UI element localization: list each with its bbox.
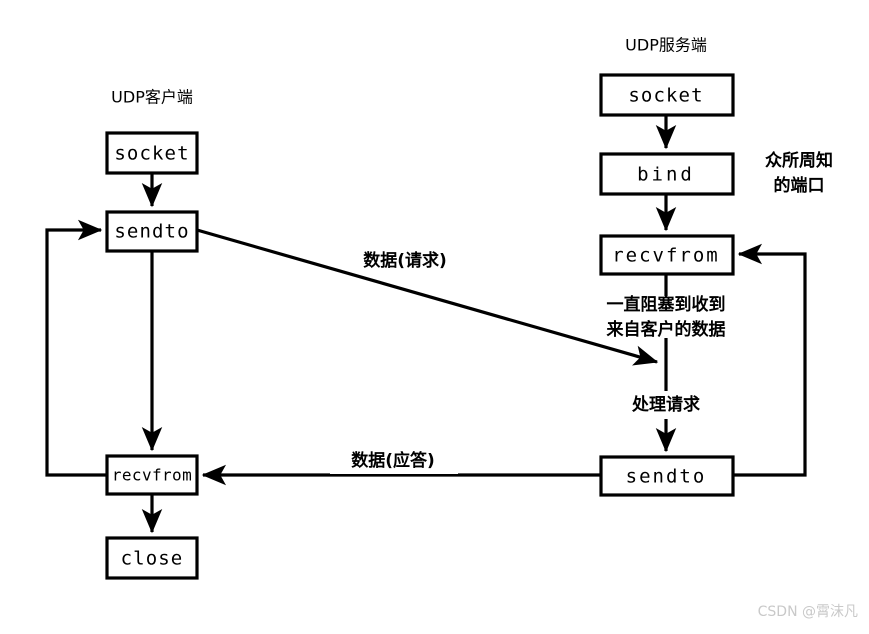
server-bind-box[interactable]: [599, 152, 735, 196]
server-node-sendto[interactable]: sendto: [599, 455, 735, 497]
connector-client-loop-back: [45, 219, 107, 477]
block-until-data-line-1: 一直阻塞到收到: [607, 294, 726, 315]
server-sendto-label: sendto: [626, 466, 707, 488]
client-connectors: [45, 173, 163, 534]
client-node-recvfrom[interactable]: recvfrom: [105, 454, 199, 496]
client-close-label: close: [121, 548, 184, 570]
client-socket-label: socket: [114, 143, 189, 165]
connector-request-arrow: [196, 228, 659, 366]
server-sendto-box[interactable]: [599, 455, 735, 497]
server-column-title: UDP服务端: [625, 36, 707, 55]
client-close-box[interactable]: [105, 536, 199, 580]
process-note-backdrop: [624, 391, 708, 419]
request-data-label: 数据(请求): [363, 250, 447, 271]
server-node-recvfrom[interactable]: recvfrom: [599, 234, 735, 276]
client-socket-box[interactable]: [105, 131, 199, 175]
server-node-bind[interactable]: bind: [599, 152, 735, 196]
well-known-port-line-1: 众所周知: [765, 150, 833, 171]
note-block-until-data: 一直阻塞到收到 来自客户的数据: [606, 294, 726, 340]
cross-connectors: [196, 228, 659, 486]
client-column-title: UDP客户端: [111, 88, 193, 107]
csdn-watermark: CSDN @霄沫凡: [758, 604, 858, 620]
client-recvfrom-label: recvfrom: [112, 466, 192, 485]
server-bind-label: bind: [637, 164, 695, 186]
client-node-socket[interactable]: socket: [105, 131, 199, 175]
server-socket-box[interactable]: [599, 73, 735, 117]
well-known-port-line-2: 的端口: [774, 175, 825, 196]
client-recvfrom-box[interactable]: [105, 454, 199, 496]
server-node-socket[interactable]: socket: [599, 73, 735, 117]
client-sendto-box[interactable]: [105, 210, 199, 253]
block-until-data-line-2: 来自客户的数据: [606, 319, 726, 340]
client-sendto-label: sendto: [114, 221, 189, 243]
block-note-backdrop: [596, 296, 736, 338]
server-recvfrom-label: recvfrom: [612, 245, 720, 267]
client-node-sendto[interactable]: sendto: [105, 210, 199, 253]
reply-label-backdrop: [330, 448, 458, 474]
server-recvfrom-box[interactable]: [599, 234, 735, 276]
note-well-known-port: 众所周知 的端口: [765, 150, 833, 196]
client-node-close[interactable]: close: [105, 536, 199, 580]
connector-server-loop-back: [733, 243, 807, 477]
note-process-request: 处理请求: [631, 394, 700, 415]
server-socket-label: socket: [628, 85, 703, 107]
reply-data-label: 数据(应答): [351, 450, 435, 471]
process-request-line-1: 处理请求: [631, 394, 700, 415]
